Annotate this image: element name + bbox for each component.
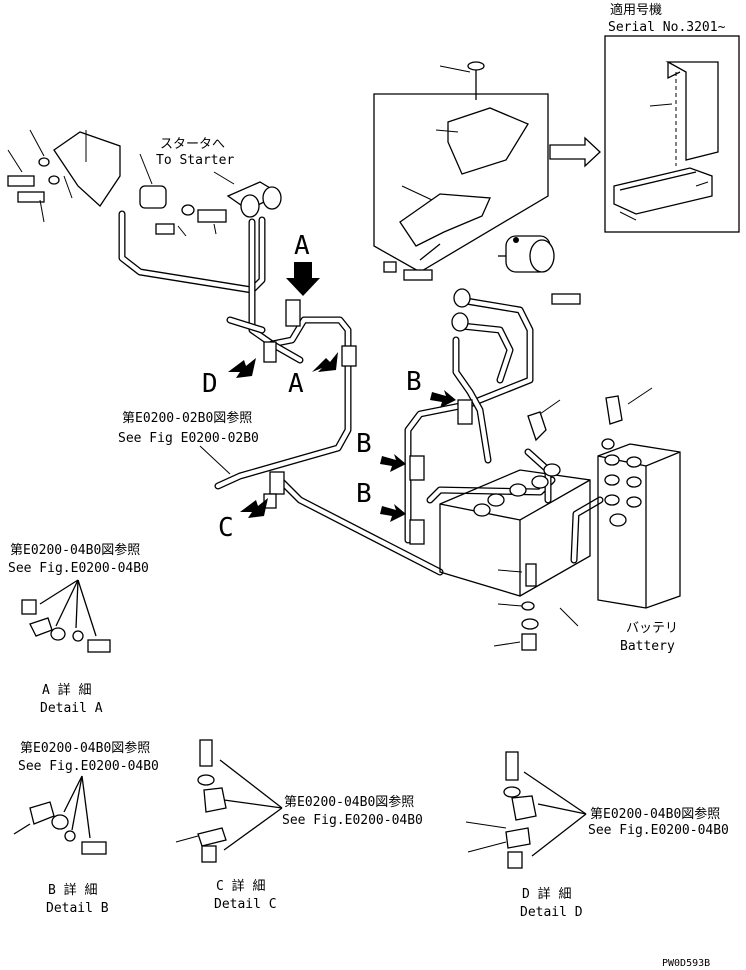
ref-d-en: See Fig.E0200-04B0 bbox=[588, 823, 729, 838]
ref-left-jp: 第E0200-04B0図参照 bbox=[10, 542, 140, 558]
detail-c-jp: C 詳 細 bbox=[216, 878, 265, 894]
battery-jp: バッテリ bbox=[626, 621, 678, 636]
detail-c-en: Detail C bbox=[214, 897, 277, 912]
bolt-1 bbox=[7, 175, 35, 187]
knob bbox=[467, 61, 485, 71]
detail-a-en: Detail A bbox=[40, 701, 103, 716]
starter-terminal bbox=[213, 171, 282, 218]
starter-jp: スタータへ bbox=[160, 137, 225, 152]
bolt bbox=[403, 269, 433, 281]
bracket-inset bbox=[613, 167, 713, 215]
starter-en: To Starter bbox=[156, 153, 234, 168]
view-label-c: C bbox=[218, 513, 234, 543]
clamps bbox=[263, 288, 473, 545]
ref-b-jp: 第E0200-04B0図参照 bbox=[20, 740, 150, 756]
view-arrow-b3 bbox=[380, 504, 406, 522]
detail-d-en: Detail D bbox=[520, 905, 583, 920]
upper-panel bbox=[373, 61, 549, 273]
wire-harness bbox=[118, 210, 604, 576]
view-label-b3: B bbox=[356, 479, 372, 509]
cover-plate bbox=[665, 61, 719, 161]
view-arrow-a-top bbox=[286, 262, 320, 296]
view-label-d: D bbox=[202, 369, 218, 399]
switch bbox=[139, 185, 167, 209]
battery-en: Battery bbox=[620, 639, 675, 654]
view-arrow-a-mid bbox=[312, 352, 338, 372]
detail-c-parts bbox=[175, 739, 283, 863]
clamp bbox=[285, 299, 301, 327]
bolt-2 bbox=[17, 191, 45, 203]
view-arrow-c bbox=[240, 498, 268, 518]
panel-frame bbox=[373, 93, 549, 273]
detail-a-jp: A 詳 細 bbox=[42, 682, 91, 698]
detail-a-parts bbox=[21, 579, 111, 653]
left-assembly bbox=[7, 129, 227, 237]
ref-left-en: See Fig.E0200-04B0 bbox=[8, 561, 149, 576]
battery-left bbox=[439, 463, 591, 597]
serial-jp: 適用号機 bbox=[610, 2, 662, 18]
relay-bracket bbox=[399, 193, 491, 247]
ref-c-jp: 第E0200-04B0図参照 bbox=[284, 794, 414, 810]
leader bbox=[649, 103, 673, 107]
view-label-b1: B bbox=[406, 367, 422, 397]
battery-relay bbox=[383, 235, 581, 305]
arrow-to-inset bbox=[549, 136, 601, 168]
ref-0200-02-en: See Fig E0200-02B0 bbox=[118, 431, 259, 446]
drawing-code: PW0D593B bbox=[662, 958, 710, 969]
view-arrow-d bbox=[228, 358, 256, 378]
view-label-b2: B bbox=[356, 429, 372, 459]
view-label-a-mid: A bbox=[288, 369, 304, 399]
detail-b-parts bbox=[13, 775, 107, 855]
battery-right bbox=[597, 443, 681, 609]
ref-b-en: See Fig.E0200-04B0 bbox=[18, 759, 159, 774]
serial-inset: 適用号機 Serial No.3201~ bbox=[604, 2, 740, 233]
cover bbox=[447, 107, 529, 175]
ref-d-jp: 第E0200-04B0図参照 bbox=[590, 806, 720, 822]
detail-d-parts bbox=[465, 751, 587, 869]
detail-b-en: Detail B bbox=[46, 901, 109, 916]
ref-0200-02-jp: 第E0200-02B0図参照 bbox=[122, 410, 252, 426]
detail-d-jp: D 詳 細 bbox=[522, 886, 571, 902]
view-arrow-b2 bbox=[380, 454, 406, 472]
view-arrow-b1 bbox=[430, 390, 456, 408]
serial-en: Serial No.3201~ bbox=[608, 20, 726, 35]
serial-frame bbox=[604, 35, 740, 233]
bracket-left bbox=[53, 131, 121, 207]
battery-hardware bbox=[493, 387, 653, 651]
view-label-a-top: A bbox=[294, 231, 310, 261]
ref-c-en: See Fig.E0200-04B0 bbox=[282, 813, 423, 828]
detail-b-jp: B 詳 細 bbox=[48, 882, 97, 898]
